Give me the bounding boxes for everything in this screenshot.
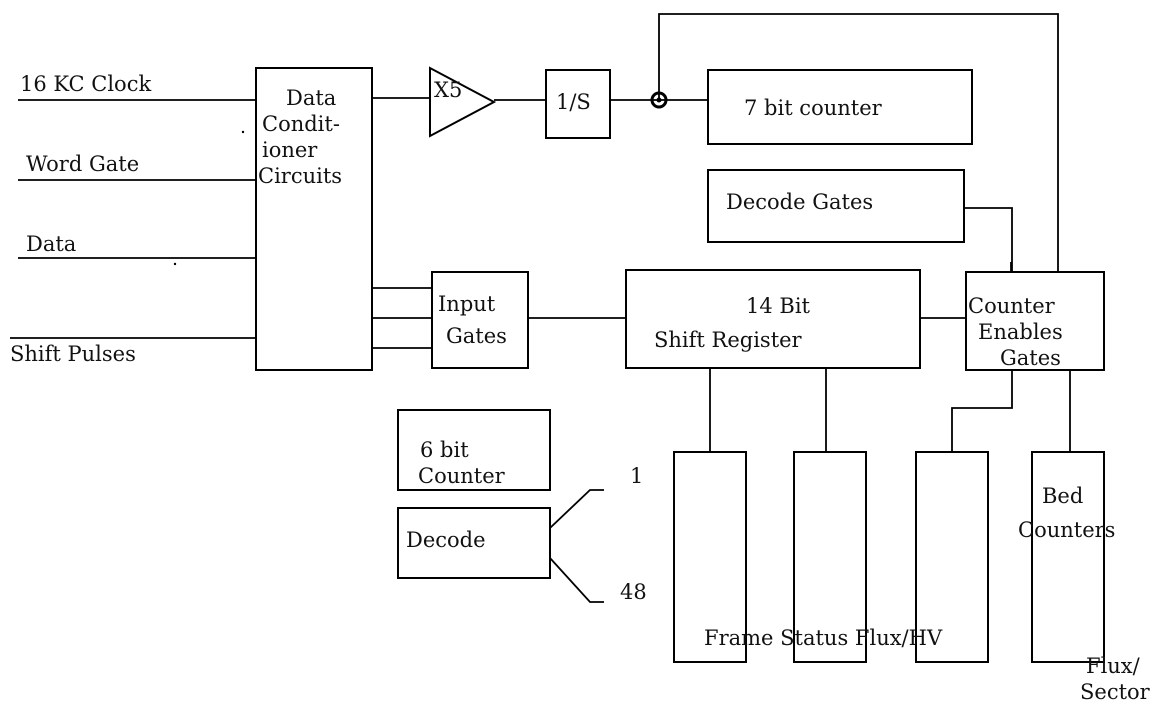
flux-hv-counter-block [915, 451, 989, 663]
six-bit-counter-line-2: Counter [418, 464, 505, 488]
bed-counters-line-2: Counters [1018, 518, 1116, 542]
one-shot-label: 1/S [556, 90, 591, 114]
stray-mark [173, 262, 177, 266]
bed-counters-block [1031, 451, 1105, 663]
one-shot-block [545, 69, 611, 139]
seven-bit-counter-label: 7 bit counter [744, 96, 882, 120]
counter-enables-line-1: Counter [968, 294, 1055, 318]
decode-output-first: 1 [630, 464, 644, 488]
six-bit-counter-block [397, 409, 551, 491]
data-conditioner-line-1: Data [286, 86, 337, 110]
shift-pulses-input-label: Shift Pulses [10, 342, 136, 366]
decode-gates-block [707, 169, 965, 243]
decode-gates-label: Decode Gates [726, 190, 874, 214]
input-gates-block [431, 271, 529, 369]
x5-amplifier-triangle [429, 66, 497, 138]
feedback-wire [658, 13, 1059, 272]
shift-register-line-1: 14 Bit [746, 294, 810, 318]
shift-register-line-2: Shift Register [654, 328, 802, 352]
word-gate-input-label: Word Gate [26, 152, 140, 176]
flux-sector-line-1: Flux/ [1086, 654, 1140, 678]
decode-output-1-wire [549, 489, 604, 529]
bed-counters-line-1: Bed [1042, 484, 1084, 508]
frame-counter-block [673, 451, 747, 663]
decode-block [397, 507, 551, 579]
decode-gates-wire [964, 207, 1013, 272]
status-counter-block [793, 451, 867, 663]
input-gates-line-2: Gates [446, 324, 507, 348]
stray-mark [241, 130, 245, 134]
data-input-label: Data [26, 232, 77, 256]
data-conditioner-block [255, 67, 373, 371]
counter-enables-block [965, 271, 1105, 371]
input-gates-line-1: Input [438, 292, 496, 316]
amplifier-label: X5 [434, 78, 463, 102]
clock-input-label: 16 KC Clock [20, 72, 152, 96]
counter-enables-line-2: Enables [978, 320, 1063, 344]
counter-enables-line-3: Gates [1000, 346, 1061, 370]
flux-sector-line-2: Sector [1080, 680, 1150, 704]
data-conditioner-line-3: ioner [262, 138, 318, 162]
bottom-row-output-label: Frame Status Flux/HV [704, 626, 943, 650]
data-conditioner-line-2: Condit- [262, 112, 340, 136]
shift-register-block [625, 269, 921, 369]
enables-out-flux-hv [951, 370, 1013, 452]
seven-bit-counter-block [707, 69, 973, 145]
decode-label: Decode [406, 528, 486, 552]
data-conditioner-line-4: Circuits [258, 164, 343, 188]
decode-output-last: 48 [620, 580, 647, 604]
decode-output-48-wire [549, 557, 604, 603]
six-bit-counter-line-1: 6 bit [420, 438, 469, 462]
